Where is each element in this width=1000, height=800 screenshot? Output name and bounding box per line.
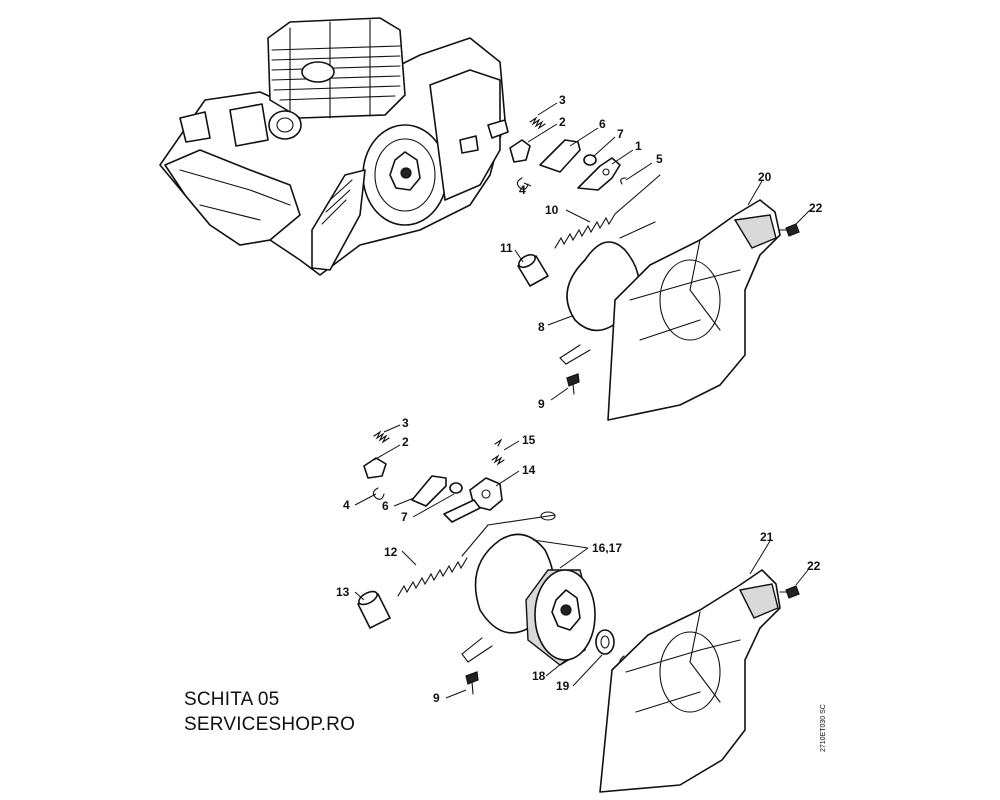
spring-part-15 bbox=[491, 438, 505, 466]
callout-22-bottom: 22 bbox=[807, 559, 821, 573]
callout-1617-bottom: 16,17 bbox=[592, 541, 622, 555]
callout-labels: 3 2 6 7 1 5 4 10 11 8 9 20 22 3 2 15 14 … bbox=[336, 93, 823, 705]
callout-1-top: 1 bbox=[635, 139, 642, 153]
callout-3-bottom: 3 bbox=[402, 416, 409, 430]
callout-7-bottom: 7 bbox=[401, 510, 408, 524]
bushing-part-7 bbox=[583, 154, 597, 166]
callout-7-top: 7 bbox=[617, 127, 624, 141]
callout-9-top: 9 bbox=[538, 397, 545, 411]
bracket-part-2 bbox=[509, 139, 531, 163]
bottom-brake-assembly bbox=[357, 430, 800, 793]
bushing-part-7-bottom bbox=[449, 482, 463, 494]
callout-19-bottom: 19 bbox=[556, 679, 570, 693]
spring-part-3-bottom bbox=[373, 430, 390, 444]
callout-12-bottom: 12 bbox=[384, 545, 398, 559]
lever-part-14 bbox=[443, 477, 503, 523]
callout-6-top: 6 bbox=[599, 117, 606, 131]
callout-8-top: 8 bbox=[538, 320, 545, 334]
callout-10-top: 10 bbox=[545, 203, 559, 217]
callout-5-top: 5 bbox=[656, 152, 663, 166]
callout-13-bottom: 13 bbox=[336, 585, 350, 599]
screw-part-9-top bbox=[566, 373, 580, 395]
bracket-part-2-bottom bbox=[363, 457, 387, 479]
callout-4-top: 4 bbox=[519, 183, 526, 197]
clip-part-4-bottom bbox=[372, 487, 385, 500]
screw-part-9-bottom bbox=[465, 671, 479, 695]
lever-part-6 bbox=[539, 139, 581, 173]
brake-lever-part-1 bbox=[577, 157, 621, 191]
screw-part-22-top bbox=[779, 223, 800, 237]
callout-2-bottom: 2 bbox=[402, 435, 409, 449]
clip-part-4 bbox=[516, 177, 529, 190]
cover-part-20 bbox=[607, 199, 781, 421]
callout-18-bottom: 18 bbox=[532, 669, 546, 683]
callout-6-bottom: 6 bbox=[382, 499, 389, 513]
callout-20-top: 20 bbox=[758, 170, 772, 184]
callout-9-bottom: 9 bbox=[433, 691, 440, 705]
screw-part-22-bottom bbox=[779, 585, 800, 599]
engine-block bbox=[159, 17, 509, 276]
callout-3-top: 3 bbox=[559, 93, 566, 107]
caption-website: SERVICESHOP.RO bbox=[184, 714, 356, 735]
callout-2-top: 2 bbox=[559, 115, 566, 129]
leader-lines bbox=[354, 102, 811, 699]
cover-part-21 bbox=[599, 569, 781, 793]
callout-14-bottom: 14 bbox=[522, 463, 536, 477]
washer-part-18 bbox=[595, 629, 615, 655]
callout-21-bottom: 21 bbox=[760, 530, 774, 544]
top-brake-assembly bbox=[509, 116, 800, 421]
spring-part-10 bbox=[554, 174, 661, 249]
drawing-code: 2710ET030 SC bbox=[820, 704, 827, 752]
caption-title: SCHITA 05 bbox=[184, 689, 280, 710]
clutch-drum-part-16-17 bbox=[525, 569, 596, 666]
callout-4-bottom: 4 bbox=[343, 498, 350, 512]
spring-part-12 bbox=[397, 511, 556, 597]
lever-part-6-bottom bbox=[411, 475, 447, 507]
pin-part-5 bbox=[620, 177, 627, 185]
callout-22-top: 22 bbox=[809, 201, 823, 215]
callout-15-bottom: 15 bbox=[522, 433, 536, 447]
spring-part-3 bbox=[529, 116, 546, 130]
callout-11-top: 11 bbox=[500, 241, 513, 255]
